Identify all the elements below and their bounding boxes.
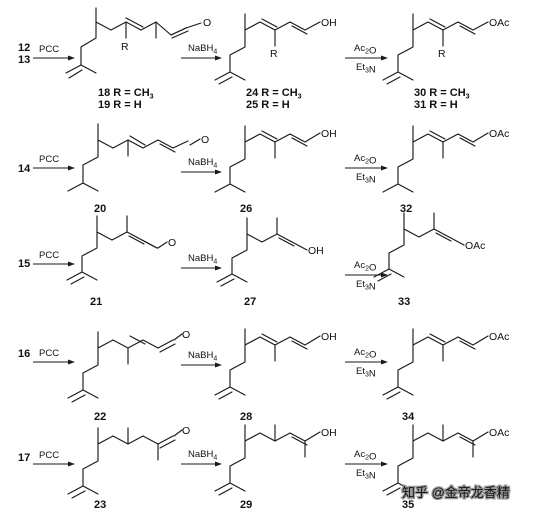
reagent-label: Ac2O — [354, 43, 376, 57]
reaction-arrow — [181, 265, 222, 271]
hydroxyl-group: OH — [321, 17, 337, 29]
compound-label: 23 — [94, 499, 106, 511]
start-compound-label: 14 — [18, 163, 31, 175]
reaction-arrow — [345, 359, 388, 365]
reaction-arrow — [33, 165, 75, 171]
reagent-label: PCC — [39, 250, 59, 261]
hydroxyl-group: OH — [321, 128, 337, 140]
alcohol-structure: OH R 24 R = CH3 25 R = H — [214, 13, 337, 111]
compound-label: 24 R = CH3 — [246, 87, 302, 101]
compound-label: 33 — [398, 296, 410, 308]
compound-label: 18 R = CH3 — [98, 87, 154, 101]
reaction-arrow — [181, 55, 222, 61]
aldehyde-oxygen: O — [203, 17, 211, 29]
reagent-label: Ac2O — [354, 347, 376, 361]
reaction-arrow — [33, 359, 75, 365]
aldehyde-oxygen: O — [182, 329, 190, 341]
reagent-label: PCC — [39, 154, 59, 165]
alcohol-structure: OH 28 — [214, 328, 337, 423]
compound-label: 22 — [94, 411, 106, 423]
compound-label: 31 R = H — [414, 99, 458, 111]
reagent-label: Et3N — [356, 468, 376, 482]
compound-label: 27 — [244, 296, 256, 308]
reagent-label: NaBH4 — [188, 350, 217, 363]
hydroxyl-group: OH — [321, 331, 337, 343]
reaction-arrow — [181, 362, 222, 368]
compound-label: 21 — [90, 296, 102, 308]
acetate-structure: OAc 33 — [373, 212, 485, 308]
acetoxy-group: OAc — [489, 427, 509, 439]
reaction-arrow — [33, 261, 75, 267]
acetate-structure: OAc 34 — [382, 328, 509, 423]
compound-label: 34 — [402, 411, 415, 423]
aldehyde-structure: O 21 — [66, 215, 176, 308]
reagent-label: NaBH4 — [188, 253, 217, 266]
aldehyde-oxygen: O — [182, 425, 190, 437]
acetate-structure: OAc 32 — [382, 125, 509, 215]
watermark: 知乎 @金帝龙香精 — [402, 485, 510, 500]
reaction-arrow — [345, 165, 388, 171]
reaction-arrow — [33, 55, 75, 61]
reagent-label: NaBH4 — [188, 43, 217, 56]
scheme-row-4: 16 PCC O 22 NaBH4 — [18, 328, 509, 423]
start-compound-label: 13 — [18, 54, 30, 66]
start-compound-label: 17 — [18, 452, 30, 464]
aldehyde-oxygen: O — [168, 237, 176, 249]
reagent-label: Et3N — [356, 62, 376, 76]
aldehyde-oxygen: O — [201, 134, 209, 146]
alcohol-structure: OH 29 — [214, 424, 337, 511]
reagent-label: NaBH4 — [188, 157, 217, 170]
compound-label: 26 — [240, 203, 252, 215]
acetate-structure: OAc 35 — [382, 424, 509, 511]
acetoxy-group: OAc — [489, 331, 509, 343]
compound-label: 19 R = H — [98, 99, 142, 111]
scheme-row-1: 12 13 PCC O R 18 R = CH3 19 R = H Na — [18, 7, 509, 111]
reaction-arrow — [181, 169, 222, 175]
compound-label: 30 R = CH3 — [414, 87, 470, 101]
compound-label: 32 — [400, 203, 412, 215]
substituent-r-label: R — [438, 48, 446, 60]
acetoxy-group: OAc — [489, 17, 509, 29]
hydroxyl-group: OH — [308, 245, 324, 257]
compound-label: 29 — [240, 499, 252, 511]
reaction-arrow — [33, 461, 75, 467]
start-compound-label: 12 — [18, 42, 30, 54]
reagent-label: Ac2O — [354, 260, 376, 274]
compound-label: 25 R = H — [246, 99, 290, 111]
acetate-structure: OAc R 30 R = CH3 31 R = H — [382, 13, 509, 111]
compound-label: 35 — [402, 499, 414, 511]
reaction-arrow — [345, 461, 388, 467]
reagent-label: Et3N — [356, 172, 376, 186]
acetoxy-group: OAc — [489, 128, 509, 140]
aldehyde-structure: O 22 — [67, 329, 190, 423]
substituent-r-label: R — [270, 48, 278, 60]
reaction-arrow — [345, 55, 388, 61]
alcohol-structure: OH 27 — [216, 217, 324, 308]
aldehyde-structure: O 20 — [67, 123, 209, 215]
reagent-label: Ac2O — [354, 449, 376, 463]
substituent-r-label: R — [121, 41, 129, 53]
aldehyde-structure: O R 18 R = CH3 19 R = H — [65, 7, 211, 111]
hydroxyl-group: OH — [321, 427, 337, 439]
reagent-label: PCC — [39, 450, 59, 461]
scheme-row-3: 15 PCC O 21 NaBH4 — [18, 212, 485, 308]
reagent-label: NaBH4 — [188, 449, 217, 462]
scheme-row-2: 14 PCC O 20 NaBH4 — [18, 123, 509, 215]
alcohol-structure: OH 26 — [214, 125, 337, 215]
scheme-row-5: 17 PCC O 23 NaBH4 — [18, 424, 509, 511]
compound-label: 28 — [240, 411, 252, 423]
compound-label: 20 — [94, 203, 106, 215]
reagent-label: PCC — [39, 348, 59, 359]
acetoxy-group: OAc — [465, 240, 485, 252]
reagent-label: Et3N — [356, 366, 376, 380]
reagent-label: PCC — [39, 44, 59, 55]
reagent-label: Ac2O — [354, 153, 376, 167]
reagent-label: Et3N — [356, 279, 376, 293]
start-compound-label: 16 — [18, 348, 30, 360]
aldehyde-structure: O 23 — [67, 425, 190, 511]
reaction-arrow — [181, 461, 222, 467]
start-compound-label: 15 — [18, 258, 30, 270]
